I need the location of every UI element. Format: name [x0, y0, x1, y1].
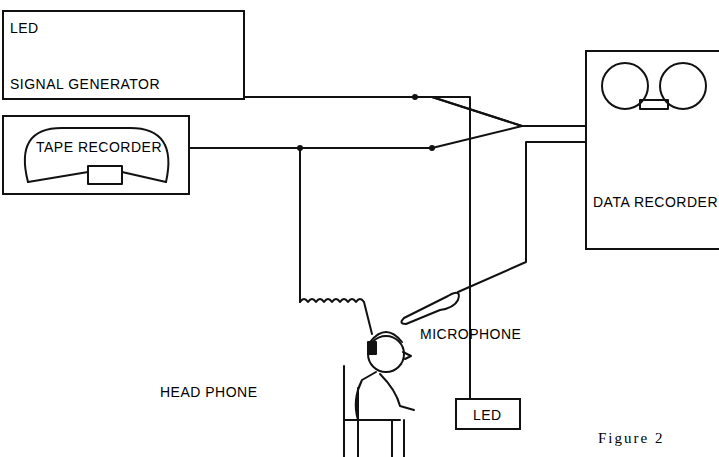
wire — [190, 126, 585, 148]
nose — [403, 352, 411, 359]
figure-caption: Figure 2 — [598, 430, 664, 447]
tape-head — [88, 166, 122, 184]
box-label: SIGNAL GENERATOR — [10, 76, 160, 92]
device-box: LED — [455, 398, 521, 430]
device-box: DATA RECORDER — [585, 50, 719, 250]
headphone-cord — [299, 148, 301, 302]
chair — [344, 366, 404, 457]
body — [356, 372, 414, 420]
reel — [602, 63, 648, 109]
headphone-cord-coil — [300, 299, 372, 334]
wire — [245, 97, 470, 398]
head — [368, 336, 404, 372]
headphone-band — [370, 332, 402, 342]
device-box: LED SIGNAL GENERATOR — [2, 10, 245, 100]
reel — [660, 63, 706, 109]
recorder-head — [640, 100, 668, 109]
box-label: TAPE RECORDER — [36, 139, 162, 155]
microphone — [401, 293, 458, 324]
part-label: MICROPHONE — [420, 326, 521, 342]
device-box: TAPE RECORDER — [2, 115, 190, 195]
headphone-ear — [368, 342, 376, 354]
box-label: DATA RECORDER — [593, 194, 718, 210]
tape-path — [28, 172, 166, 182]
microphone-wire — [458, 142, 586, 292]
box-label: LED — [10, 20, 39, 36]
part-label: HEAD PHONE — [160, 384, 258, 400]
wire — [245, 97, 585, 126]
box-label: LED — [473, 407, 502, 423]
tape-loop — [25, 128, 169, 182]
